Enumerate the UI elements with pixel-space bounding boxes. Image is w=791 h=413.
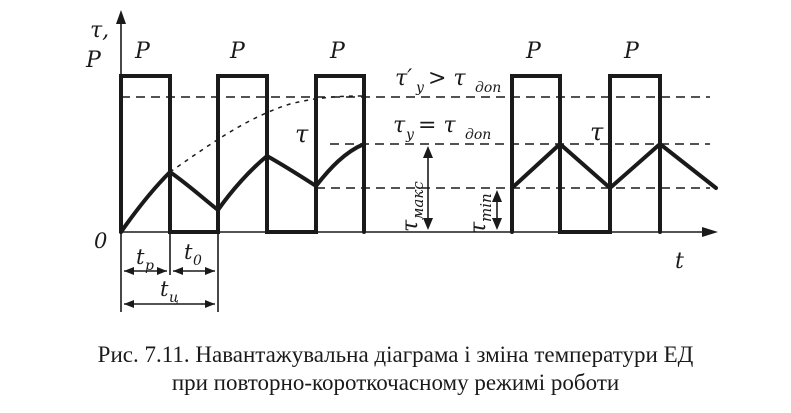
svg-text:t: t: [136, 245, 145, 269]
y-axis-label-power: P: [85, 48, 102, 73]
work-time-label: t p: [136, 245, 154, 274]
load-pulses: [119, 74, 662, 234]
load-label-1: P: [134, 39, 151, 64]
temperature-curve-left: [119, 142, 366, 234]
tau-min-label: τ mіn: [466, 193, 495, 234]
steady-level-sub: y: [405, 127, 415, 143]
load-label-3: P: [329, 39, 346, 64]
steady-level-dop: доп: [465, 127, 491, 143]
steady-level-label: τ y = τ доп: [393, 113, 491, 143]
arrow-down-icon: [492, 218, 502, 230]
y-axis-label-temperature: τ,: [90, 18, 109, 43]
svg-text:p: p: [145, 258, 154, 274]
arrow-right-icon: [205, 267, 215, 275]
arrow-right-icon: [157, 267, 167, 275]
load-label-4: P: [525, 39, 542, 64]
upper-level-sub: y: [415, 80, 425, 96]
upper-level-label: τ′ y > τ доп: [395, 66, 501, 96]
pause-time-label: t 0: [184, 240, 202, 269]
arrow-up-icon: [116, 10, 126, 24]
arrow-left-icon: [124, 267, 134, 275]
steady-level-mid: = τ: [418, 113, 456, 138]
temperature-label-1: τ: [295, 120, 309, 148]
arrow-right-icon: [205, 300, 215, 308]
arrow-left-icon: [173, 267, 183, 275]
tau-min-base: τ: [466, 221, 491, 234]
arrow-right-icon: [702, 227, 718, 237]
steady-level-base: τ: [393, 113, 406, 138]
svg-text:t: t: [160, 277, 169, 301]
origin-label: 0: [94, 229, 107, 253]
arrow-down-icon: [423, 218, 433, 230]
svg-text:0: 0: [193, 253, 202, 269]
tau-min-sub: mіn: [477, 193, 495, 222]
temperature-curve-right: [510, 141, 718, 191]
caption-line-1: Рис. 7.11. Навантажувальна діаграма і зм…: [98, 342, 694, 367]
cycle-time-label: t ц: [160, 277, 179, 306]
svg-text:τ′: τ′: [395, 66, 412, 91]
arrow-left-icon: [124, 300, 134, 308]
x-axis-label-time: t: [675, 249, 684, 274]
upper-level-dop: доп: [475, 80, 501, 96]
arrow-up-icon: [423, 146, 433, 158]
caption-line-2: при повторно-короткочасному режимі робот…: [172, 370, 619, 395]
arrow-up-icon: [492, 190, 502, 202]
svg-text:ц: ц: [169, 290, 179, 306]
tau-max-base: τ: [398, 219, 423, 232]
temperature-label-2: τ: [590, 118, 604, 146]
tau-max-sub: макс: [409, 181, 427, 220]
svg-text:t: t: [184, 240, 193, 264]
upper-level-mid: > τ: [428, 66, 466, 91]
load-label-5: P: [623, 39, 640, 64]
tau-max-label: τ макс: [398, 181, 427, 232]
load-label-2: P: [229, 39, 246, 64]
